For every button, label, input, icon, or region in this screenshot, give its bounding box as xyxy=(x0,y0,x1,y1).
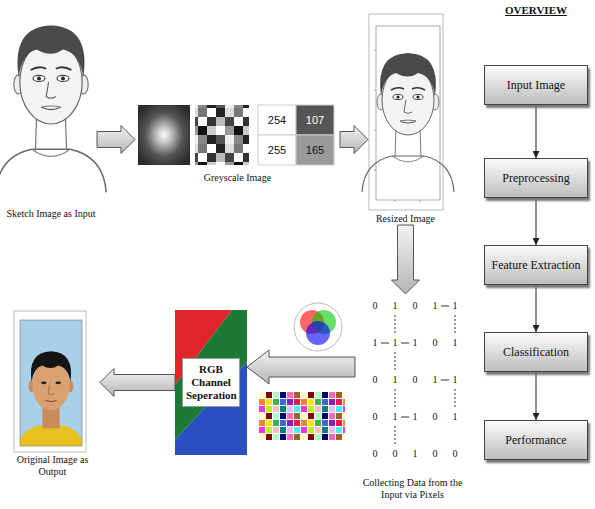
matrix-link xyxy=(441,306,449,307)
pixel-bit: 0 xyxy=(408,373,422,387)
picture-slot xyxy=(5,15,97,207)
flow-arrow xyxy=(536,372,537,420)
pixel-cell xyxy=(296,135,334,165)
image-stage: Sketch Image as Input xyxy=(5,15,97,220)
image-stage: Greyscale Image xyxy=(135,95,340,184)
stage-caption: Original Image as Output xyxy=(5,453,100,478)
eye xyxy=(41,381,47,384)
flow-arrow xyxy=(536,198,537,245)
pixel-bit: 1 xyxy=(448,336,462,350)
step-label: Input Image xyxy=(507,78,565,92)
greyscale-illustration xyxy=(138,105,334,165)
matrix-link xyxy=(441,380,449,381)
mouth xyxy=(45,400,57,401)
pixel-bit: 1 xyxy=(448,410,462,424)
flow-arrow xyxy=(536,105,537,158)
pixel-bit: 1 xyxy=(428,299,442,313)
overview-heading: OVERVIEW xyxy=(484,4,588,16)
pixel-bit: 1 xyxy=(448,299,462,313)
step-label: Feature Extraction xyxy=(492,258,581,272)
sketch-illustration xyxy=(0,18,106,204)
stage-caption: Greyscale Image xyxy=(135,171,340,184)
pixel-cell xyxy=(296,105,334,135)
image-stage: Resized Image xyxy=(368,12,443,225)
pixel-bit: 1 xyxy=(388,373,402,387)
pixel-bit: 0 xyxy=(368,299,382,313)
image-stage: Collecting Data from the Input via Pixel… xyxy=(355,294,470,501)
pixel-bit: 1 xyxy=(388,299,402,313)
process-box: RGB Channel Seperation xyxy=(175,310,247,455)
stage-caption: Resized Image xyxy=(368,212,443,225)
pixel-value: 254 xyxy=(258,105,296,135)
stage-caption: Sketch Image as Input xyxy=(5,207,97,220)
step-label: Preprocessing xyxy=(502,171,569,185)
pixel-bit: 1 xyxy=(388,410,402,424)
axis-ticks xyxy=(374,50,420,202)
resized-illustration xyxy=(362,14,454,210)
flow-box: Classification xyxy=(484,332,588,372)
pixel-bit: 1 xyxy=(388,336,402,350)
sketch-face xyxy=(0,26,106,193)
flow-box: Preprocessing xyxy=(484,158,588,198)
photo-ground xyxy=(20,320,82,446)
pixel-bit: 0 xyxy=(448,447,462,461)
flow-arrow xyxy=(536,285,537,332)
hair xyxy=(31,351,71,382)
pixel-grid xyxy=(195,105,249,165)
pixel-bit: 0 xyxy=(388,447,402,461)
eye xyxy=(55,381,61,384)
pixel-value: 107 xyxy=(296,105,334,135)
color-wheel xyxy=(294,303,342,351)
pixel-matrix-lines xyxy=(381,306,455,445)
figure-axes xyxy=(20,320,82,446)
nose xyxy=(48,385,54,395)
block-arrow xyxy=(100,369,175,397)
pixel-bit: 0 xyxy=(408,299,422,313)
matrix-link xyxy=(395,315,455,445)
wheel-ring xyxy=(294,303,342,351)
pixel-cell xyxy=(258,105,296,135)
pixel-bit: 1 xyxy=(408,336,422,350)
picture-slot xyxy=(368,12,443,212)
shirt xyxy=(20,425,82,446)
pixel-bit: 1 xyxy=(428,373,442,387)
matrix-link xyxy=(401,417,409,418)
flow-box: Input Image xyxy=(484,65,588,105)
block-arrow xyxy=(247,350,355,384)
pixel-cell xyxy=(258,135,296,165)
step-label: Performance xyxy=(505,433,566,447)
picture-slot xyxy=(135,95,340,171)
picture-slot xyxy=(5,308,100,453)
pixel-bit: 0 xyxy=(428,336,442,350)
pixel-value: 165 xyxy=(296,135,334,165)
pixel-bit: 0 xyxy=(428,410,442,424)
pixel-bit: 1 xyxy=(368,336,382,350)
stage-caption: Collecting Data from the Input via Pixel… xyxy=(355,476,470,501)
pixel-value: 255 xyxy=(258,135,296,165)
pixel-bit: 1 xyxy=(448,373,462,387)
block-arrow xyxy=(340,126,368,154)
step-label: Classification xyxy=(503,345,569,359)
flow-box: Feature Extraction xyxy=(484,245,588,285)
output-photo xyxy=(14,311,87,457)
pixel-bit: 0 xyxy=(428,447,442,461)
image-stage: Original Image as Output xyxy=(5,308,100,478)
flow-box: Performance xyxy=(484,420,588,460)
blurred-patch xyxy=(138,105,190,165)
process-label: RGB Channel Seperation xyxy=(182,358,240,407)
rgb-panel xyxy=(175,310,247,455)
pixel-bit: 1 xyxy=(408,447,422,461)
pixel-bit: 0 xyxy=(368,373,382,387)
block-arrow xyxy=(392,225,420,294)
color-palette xyxy=(258,392,345,440)
pixel-bit: 0 xyxy=(368,447,382,461)
wheel-blue xyxy=(306,321,330,345)
pixel-bit: 1 xyxy=(408,410,422,424)
pixel-bit: 0 xyxy=(368,410,382,424)
block-arrow xyxy=(97,126,135,154)
resized-face xyxy=(362,53,454,192)
